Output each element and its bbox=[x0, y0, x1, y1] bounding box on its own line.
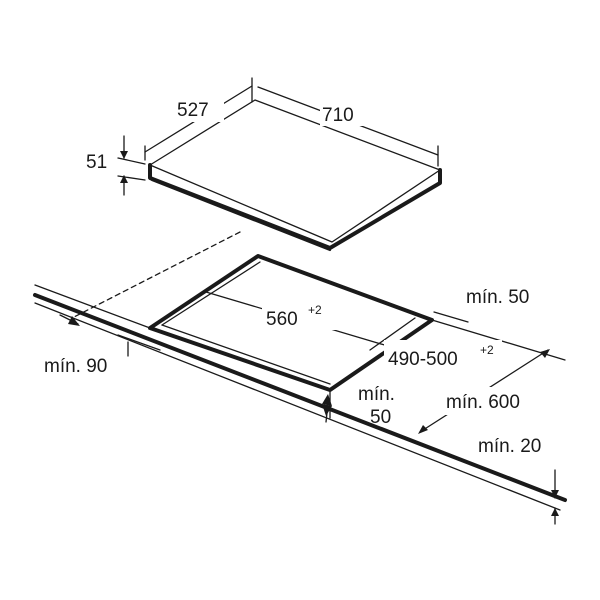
min-front-dimension: mín. 50 bbox=[322, 384, 395, 428]
arrow-head bbox=[68, 316, 80, 326]
dim-560-label: 560 bbox=[266, 309, 298, 330]
label-backdrop bbox=[442, 387, 550, 415]
cutout-width-dimension: 560 +2 bbox=[205, 291, 409, 353]
label-backdrop bbox=[320, 100, 372, 126]
hob-depth-dimension: 527 bbox=[144, 77, 253, 161]
dimension-line-depth bbox=[369, 317, 416, 351]
label-backdrop bbox=[262, 300, 340, 330]
arrow-head-down bbox=[551, 490, 559, 498]
dim-710-label: 710 bbox=[322, 105, 354, 126]
min-back-dimension: mín. 50 bbox=[433, 287, 529, 323]
min-front-label-b: 50 bbox=[370, 407, 391, 428]
arrow-head-up bbox=[551, 508, 559, 516]
arrow-head-down bbox=[120, 151, 128, 159]
cutout-inner-edge-front bbox=[161, 324, 331, 385]
extension-line bbox=[117, 157, 146, 165]
cutout-outline bbox=[148, 254, 434, 392]
label-backdrop bbox=[174, 96, 224, 122]
min-600-label: mín. 600 bbox=[446, 392, 520, 413]
min-worktop-depth-dimension: mín. 600 bbox=[418, 349, 550, 434]
arrow-head bbox=[418, 425, 428, 434]
arrow-head-up bbox=[322, 394, 332, 406]
min-front-label-a: mín. bbox=[358, 384, 395, 405]
arrow-head bbox=[540, 349, 550, 358]
hob-height-dimension: 51 bbox=[86, 135, 146, 196]
dim-depth-label: 490-500 bbox=[388, 349, 458, 370]
hob-width-dimension: 710 bbox=[257, 86, 439, 167]
arrow-head-up bbox=[120, 175, 128, 183]
hob-thickness-edge bbox=[148, 163, 442, 250]
dim-560-tolerance: +2 bbox=[308, 303, 322, 317]
worktop-left-top-edge bbox=[34, 284, 151, 329]
dim-51-label: 51 bbox=[86, 152, 107, 173]
label-backdrop bbox=[384, 340, 502, 370]
projection-dashed-line bbox=[71, 231, 241, 319]
dim-depth-tolerance: +2 bbox=[480, 343, 494, 357]
dim-527-label: 527 bbox=[177, 100, 209, 121]
extension-line bbox=[117, 334, 161, 351]
min-left-label: mín. 90 bbox=[44, 356, 107, 377]
hob-bottom-edge bbox=[150, 178, 332, 252]
min-left-dimension: mín. 90 bbox=[44, 314, 161, 377]
min-worktop-thickness-dimension: mín. 20 bbox=[478, 436, 559, 525]
min-back-label: mín. 50 bbox=[466, 287, 529, 308]
extension-line bbox=[117, 175, 146, 181]
cutout-depth-dimension: 490-500 +2 bbox=[369, 317, 502, 370]
leader-line bbox=[433, 311, 469, 323]
min-20-label: mín. 20 bbox=[478, 436, 541, 457]
arrow-head-down bbox=[322, 404, 332, 416]
worktop-front-edge bbox=[33, 293, 567, 502]
worktop-front-lower-edge bbox=[34, 302, 561, 511]
